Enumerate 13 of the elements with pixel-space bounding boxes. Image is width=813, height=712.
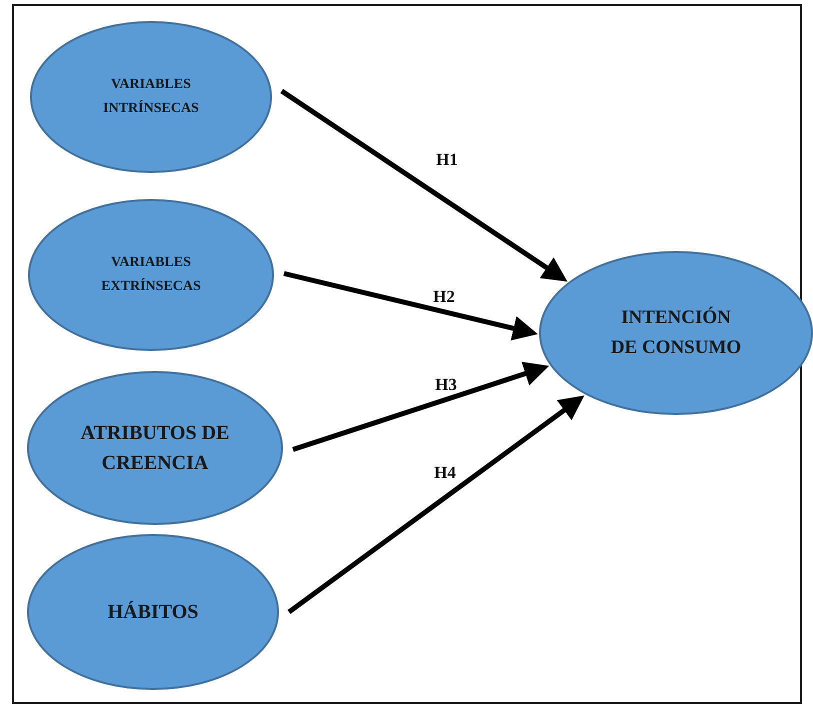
edge-label: H4 [434,463,456,483]
node-label: VARIABLES EXTRÍNSECAS [100,254,202,296]
edge-label: H3 [435,375,457,395]
arrow [288,395,584,614]
arrow [283,271,538,340]
edge-label: H2 [433,287,455,307]
node-label: ATRIBUTOS DE CREENCIA [80,421,230,476]
node-label: VARIABLES INTRÍNSECAS [102,76,200,118]
edge-label: H1 [436,150,458,170]
arrow [292,362,550,452]
arrow [280,88,568,282]
node-label: INTENCIÓN DE CONSUMO [610,306,742,360]
node-label: HÁBITOS [108,600,198,625]
